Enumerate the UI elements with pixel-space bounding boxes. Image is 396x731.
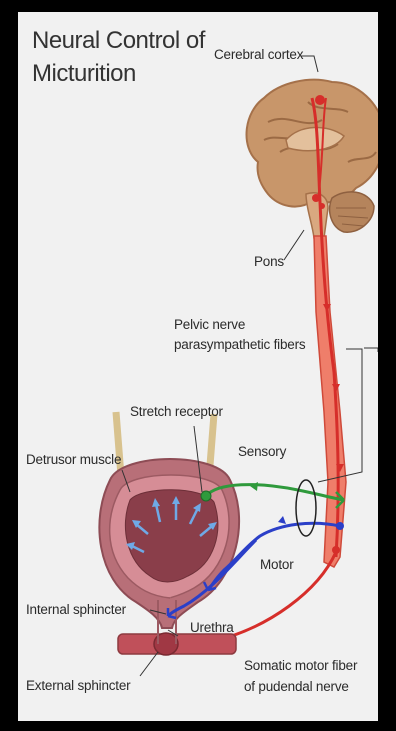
pons-neuron xyxy=(312,194,320,202)
cortex-neuron xyxy=(315,95,325,105)
label-internal-sphincter: Internal sphincter xyxy=(26,602,126,617)
label-sensory: Sensory xyxy=(238,444,286,459)
label-external-sphincter: External sphincter xyxy=(26,678,130,693)
label-cerebral-cortex: Cerebral cortex xyxy=(214,47,303,62)
spinal-cord xyxy=(314,236,346,567)
title-line-1: Neural Control of xyxy=(32,24,205,57)
diagram-title: Neural Control of Micturition xyxy=(32,24,205,90)
label-pons: Pons xyxy=(254,254,284,269)
pelvic-nerve-bundle xyxy=(296,480,316,536)
stretch-receptor-node xyxy=(201,491,211,501)
label-urethra: Urethra xyxy=(190,620,234,635)
label-pelvic-nerve: Pelvic nerve xyxy=(174,317,245,332)
label-somatic-motor-fiber: Somatic motor fiber xyxy=(244,658,357,673)
label-pudendal-nerve: of pudendal nerve xyxy=(244,679,349,694)
title-line-2: Micturition xyxy=(32,57,205,90)
label-detrusor-muscle: Detrusor muscle xyxy=(26,452,121,467)
label-parasympathetic-fibers: parasympathetic fibers xyxy=(174,337,305,352)
label-stretch-receptor: Stretch receptor xyxy=(130,404,223,419)
label-motor: Motor xyxy=(260,557,294,572)
diagram-frame: Neural Control of Micturition Cerebral c… xyxy=(18,12,378,721)
